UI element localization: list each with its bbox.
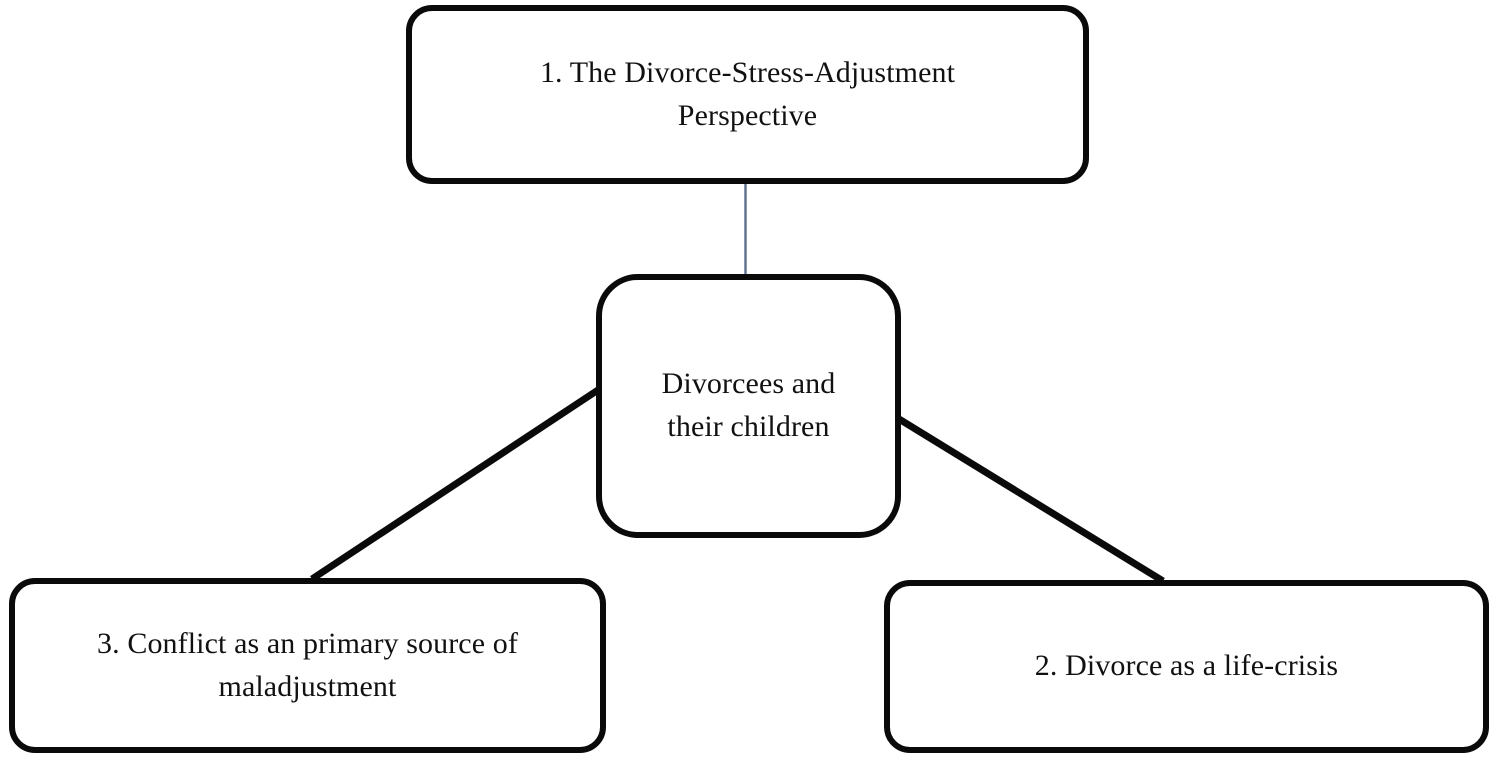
node-divorcees-and-their-children[interactable]: Divorcees and their children [596, 274, 901, 538]
node-bottom-right-line-1: 2. Divorce as a life-crisis [1034, 649, 1339, 683]
node-center-label: Divorcees and their children [648, 363, 850, 448]
node-bottom-left-line-1: 3. Conflict as an primary source of [97, 626, 518, 660]
node-divorce-as-a-life-crisis[interactable]: 2. Divorce as a life-crisis [884, 580, 1489, 753]
node-bottom-left-label: 3. Conflict as an primary source of malad… [83, 623, 532, 708]
node-top-line-2: Perspective [677, 98, 818, 132]
node-conflict-as-primary-source-of-maladjustment[interactable]: 3. Conflict as an primary source of malad… [9, 578, 606, 753]
node-bottom-right-label: 2. Divorce as a life-crisis [1021, 645, 1352, 688]
connector-center-to-bottom-left [310, 387, 600, 582]
node-bottom-left-line-2: maladjustment [218, 669, 397, 703]
node-center-line-1: Divorcees and [661, 367, 836, 401]
connector-center-to-bottom-right [897, 416, 1165, 584]
node-top-line-1: 1. The Divorce-Stress-Adjustment [539, 55, 956, 89]
node-center-line-2: their children [667, 410, 830, 443]
